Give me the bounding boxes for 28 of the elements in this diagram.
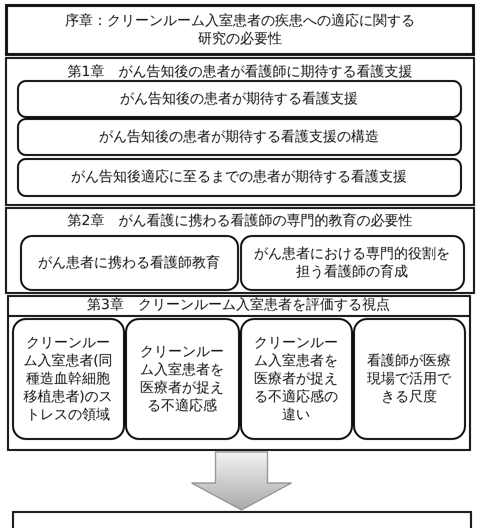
- topic-box: [20, 234, 238, 290]
- topic-text: がん告知後適応に至るまでの患者が期待する看護支援: [71, 168, 407, 186]
- section-box: [5, 4, 475, 56]
- topic-text: がん患者における専門的役割を担う看護師の育成: [253, 244, 451, 280]
- chapter-heading: 第3章 クリーンルーム入室患者を評価する視点: [6, 294, 470, 316]
- topic-box: [352, 318, 466, 440]
- topic-box: [240, 318, 352, 440]
- topic-text: クリーンルーム入室患者を医療者が捉える不適応感の違い: [253, 334, 339, 424]
- topic-text: がん告知後の患者が期待する看護支援の構造: [99, 128, 379, 146]
- topic-text: クリーンルーム入室患者を医療者が捉える不適応感: [139, 342, 225, 414]
- chapter-box: [7, 295, 471, 451]
- block-arrow: [190, 451, 292, 511]
- topic-text: クリーンルーム入室患者(同種造血幹細胞移植患者)のストレスの領域: [22, 334, 114, 424]
- topic-box: [16, 118, 462, 156]
- topic-text: がん告知後の患者が期待する看護支援: [120, 90, 358, 108]
- empty-box: [12, 511, 472, 528]
- topic-box: [12, 318, 124, 440]
- topic-box: [16, 80, 462, 118]
- topic-text: がん患者に携わる看護師教育: [38, 254, 220, 272]
- chapter-box: [5, 207, 475, 294]
- topic-box: [240, 234, 464, 290]
- topic-box: [16, 158, 462, 196]
- chapter-box: [5, 57, 475, 206]
- topic-text: 看護師が医療現場で活用できる尺度: [366, 352, 452, 406]
- chapter-title: 第1章 がん告知後の患者が看護師に期待する看護支援: [68, 63, 412, 81]
- heading-text: 序章：クリーンルーム入室患者の疾患への適応に関する研究の必要性: [64, 12, 416, 48]
- topic-box: [124, 318, 240, 440]
- chapter-title: 第2章 がん看護に携わる看護師の専門的教育の必要性: [68, 212, 412, 230]
